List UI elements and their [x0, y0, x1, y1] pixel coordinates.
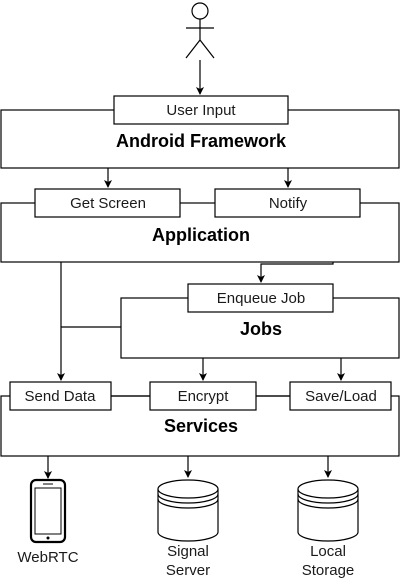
stick-figure-icon — [185, 2, 215, 59]
database-icon — [297, 479, 359, 542]
user-input-label: User Input — [166, 102, 236, 119]
send-data-box — [9, 381, 112, 411]
user-input-box — [113, 95, 289, 125]
application-to-enqueue-job-arrow — [257, 262, 334, 283]
get-screen-box — [34, 188, 181, 218]
database-icon — [157, 479, 219, 542]
enqueue-job-label: Enqueue Job — [217, 290, 305, 307]
get-screen-label: Get Screen — [70, 195, 146, 212]
save-load-box — [289, 381, 392, 411]
encrypt-box — [149, 381, 257, 411]
notify-label: Notify — [269, 195, 308, 212]
signal-server-label-line1: Signal — [167, 543, 209, 560]
android-framework-title: Android Framework — [116, 131, 287, 151]
notify-box — [214, 188, 361, 218]
services-title: Services — [164, 416, 238, 436]
enqueue-job-box — [187, 283, 334, 313]
encrypt-label: Encrypt — [178, 388, 230, 405]
application-title: Application — [152, 225, 250, 245]
webrtc-label: WebRTC — [17, 549, 78, 566]
signal-server-label-line2: Server — [166, 562, 210, 579]
local-storage-label-line1: Local — [310, 543, 346, 560]
send-data-label: Send Data — [25, 388, 97, 405]
jobs-title: Jobs — [240, 319, 282, 339]
local-storage-label-line2: Storage — [302, 562, 355, 579]
save-load-label: Save/Load — [305, 388, 377, 405]
mobile-phone-icon — [29, 478, 67, 544]
